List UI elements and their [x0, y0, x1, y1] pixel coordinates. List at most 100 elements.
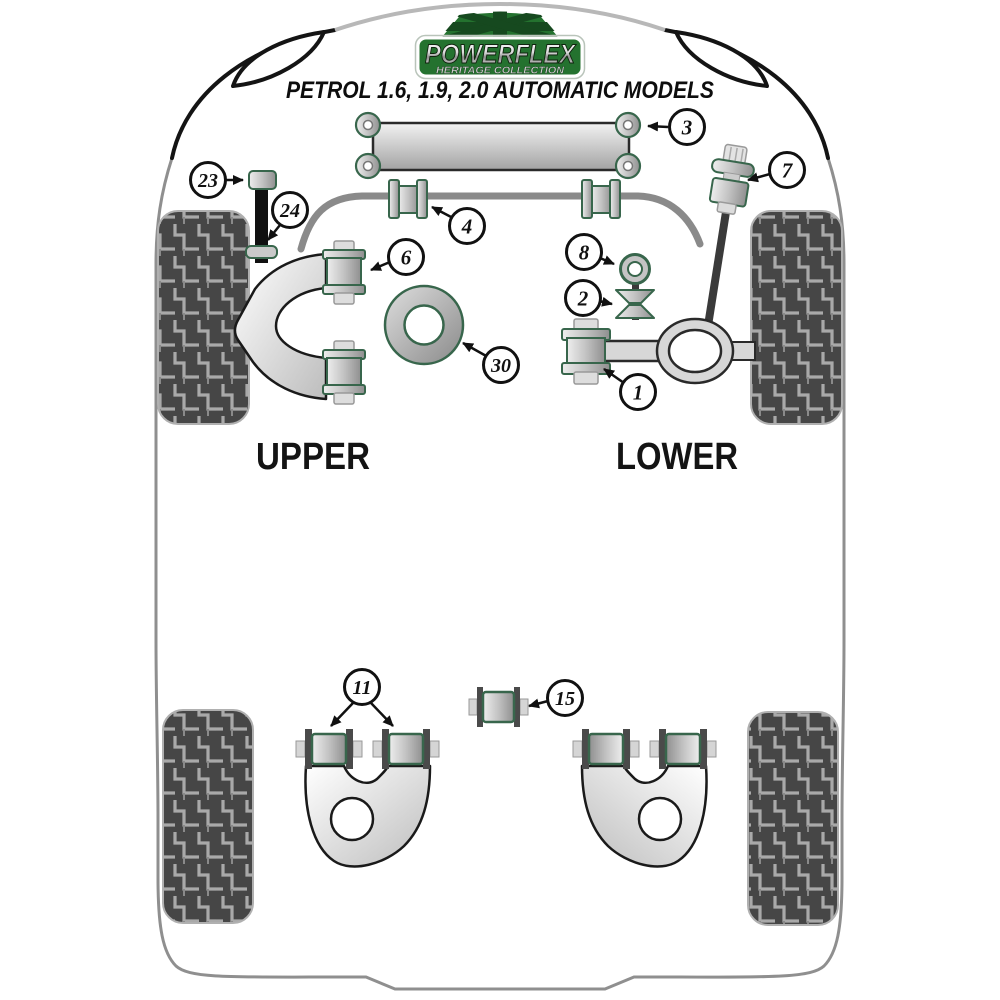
arrow-11b [370, 702, 394, 727]
callout-circle [619, 373, 657, 411]
callout-label: 4 [461, 215, 473, 239]
callout-24: 24 [271, 191, 309, 229]
arrow-8 [599, 255, 615, 266]
clamp-flange-right [609, 179, 621, 219]
logo-plate [416, 36, 584, 78]
bolt-stub [352, 740, 363, 758]
callout-circle [565, 233, 603, 271]
donut-hole [403, 304, 445, 346]
bushing-hole [362, 160, 374, 172]
callout-3: 3 [668, 108, 706, 146]
bushing-body [326, 357, 362, 387]
trailing-arm-bushing-front [295, 729, 363, 769]
callout-8: 8 [565, 233, 603, 271]
cap-rib [728, 146, 732, 160]
callout-label: 15 [555, 688, 575, 710]
lower-control-arm [561, 317, 756, 385]
arrow-6 [370, 260, 391, 272]
bolt-stub [429, 740, 440, 758]
upper-arm-bushing-rear [322, 340, 366, 405]
cap-rib [734, 147, 738, 161]
callout-label: 30 [490, 355, 511, 377]
bolt-hex-bottom [333, 292, 355, 305]
callout-label: 3 [681, 116, 693, 140]
side-plate [346, 729, 353, 769]
clamp-sleeve [397, 185, 420, 214]
callout-23: 23 [189, 161, 227, 199]
trailing-arm-bushing-rear [372, 729, 440, 769]
headlight-right [674, 30, 769, 88]
callout-circle [343, 668, 381, 706]
side-plate [477, 687, 483, 727]
bolt-stub [372, 740, 383, 758]
car-outline [154, 1, 846, 991]
side-plate [514, 687, 520, 727]
callout-circle [668, 108, 706, 146]
arrow-24 [267, 224, 281, 241]
bushing-hole [362, 119, 374, 131]
bump-stop-bottom [615, 304, 655, 319]
arrow-3 [647, 121, 669, 132]
mount-bushing-bottom-left [354, 152, 382, 180]
callout-circle [387, 238, 425, 276]
lower-arm-bar [598, 339, 664, 363]
brand-name: POWERFLEX [425, 39, 577, 69]
headlight-left [231, 30, 326, 88]
bushing-body [326, 257, 362, 287]
callout-label: 7 [782, 159, 794, 183]
callout-circle [189, 161, 227, 199]
upper-arm-body [233, 252, 328, 401]
drop-link-rod [255, 182, 268, 263]
anti-roll-bar-tube [297, 192, 704, 253]
windshield-arc [334, 1, 666, 32]
tie-rod-assembly [701, 143, 755, 344]
bushing-body [566, 337, 606, 366]
rear-beam-mount-bushing [468, 687, 529, 727]
bushing-body [587, 732, 625, 766]
bolt-stub [519, 698, 529, 716]
callout-circle [271, 191, 309, 229]
callout-6: 6 [387, 238, 425, 276]
side-plate [623, 729, 630, 769]
side-plate [423, 729, 430, 769]
callout-30: 30 [482, 346, 520, 384]
lower-label: LOWER [616, 436, 738, 478]
callout-circle [448, 207, 486, 245]
arb-clamp-bushing-right [581, 179, 621, 219]
mount-bushing-top-left [354, 111, 382, 139]
rear-trailing-arm-left [295, 729, 440, 868]
callout-circle [482, 346, 520, 384]
trailing-arm-hole [637, 796, 683, 842]
callout-15: 15 [546, 679, 584, 717]
drop-link-lower-washer [245, 245, 278, 259]
bolt-stub [572, 740, 583, 758]
callout-label: 6 [401, 246, 412, 270]
arrow-7 [747, 172, 771, 183]
bushing-body [481, 690, 516, 724]
engine-mount-bracket [354, 111, 642, 180]
clamp-flange-left [581, 179, 593, 219]
bushing-hole [622, 119, 634, 131]
callout-label: 2 [577, 287, 589, 311]
bolt-hex-bottom [333, 392, 355, 405]
arrow-11a [330, 702, 354, 727]
side-plate [582, 729, 589, 769]
shock-mount-group [615, 253, 655, 320]
side-plate [700, 729, 707, 769]
callout-1: 1 [619, 373, 657, 411]
tire-rear-right [747, 711, 839, 926]
arrow-4 [431, 205, 454, 220]
clamp-flange-left [388, 179, 400, 219]
logo-plate-outline [414, 34, 586, 80]
lower-arm-front-bushing [561, 318, 611, 385]
trailing-arm-bushing-front [649, 729, 717, 769]
lower-arm-ring-hole [667, 328, 723, 374]
side-plate [382, 729, 389, 769]
car-side-and-rear-outline [154, 157, 846, 991]
callout-label: 24 [279, 200, 300, 222]
mount-bar [371, 121, 631, 172]
callout-arrows [226, 121, 771, 727]
callout-4: 4 [448, 207, 486, 245]
ring-bushing-hole [627, 261, 643, 277]
